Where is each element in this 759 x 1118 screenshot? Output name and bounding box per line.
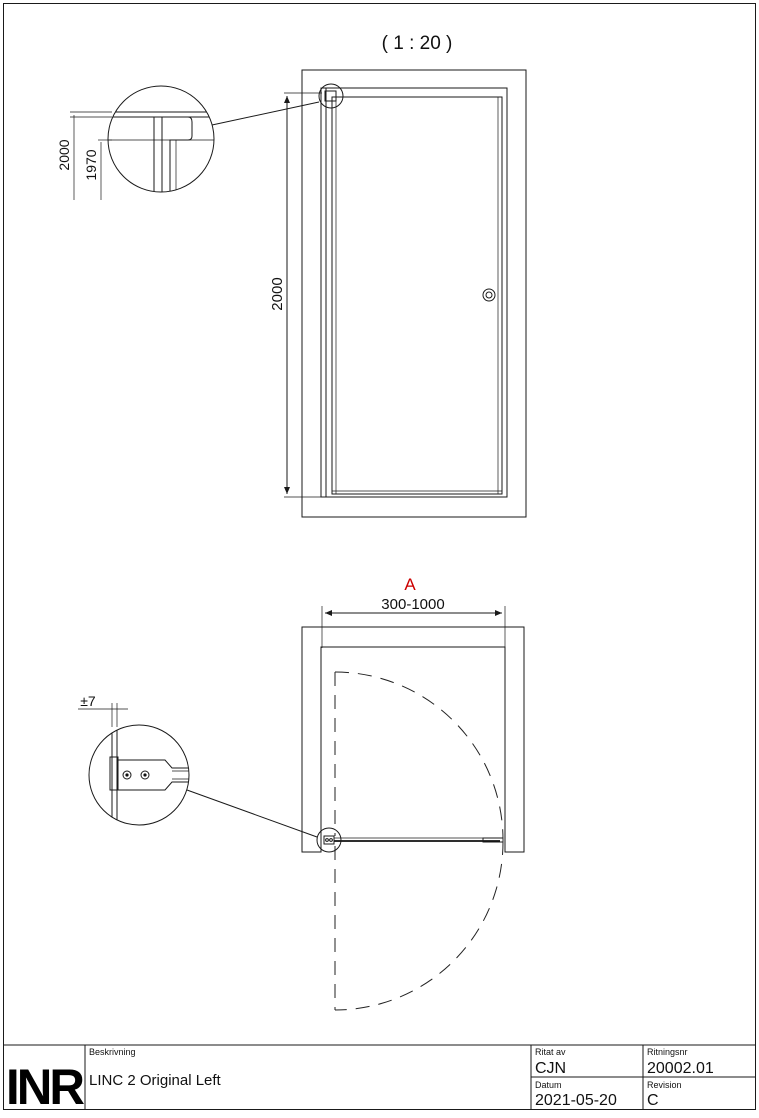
inr-logo: INR — [6, 1059, 85, 1113]
width-dimension: 300-1000 — [381, 596, 444, 613]
elevation-inner-opening — [320, 87, 508, 498]
door-swing-arc-inner — [334, 671, 504, 842]
tolerance-dimension: ±7 — [80, 693, 96, 709]
detail-dimension-inner: 1970 — [83, 149, 99, 180]
elevation-detail-marker — [318, 83, 344, 109]
width-label: A — [404, 575, 416, 594]
height-dimension: 2000 — [269, 277, 286, 310]
hinge-detail-bubble: ±7 — [78, 693, 190, 826]
door-swing-arc-outer — [334, 840, 504, 1011]
description-label: Beskrivning — [89, 1047, 136, 1057]
plan-hinge-marker — [316, 827, 342, 853]
plan-outer-walls — [301, 626, 525, 853]
detail-dimension-outer: 2000 — [56, 139, 72, 170]
plan-view: A 300-1000 — [186, 575, 525, 1011]
revision-label: Revision — [647, 1080, 682, 1090]
date-label: Datum — [535, 1080, 562, 1090]
drawing-number-value: 20002.01 — [647, 1060, 714, 1077]
date-value: 2021-05-20 — [535, 1092, 617, 1109]
hinge-screw-icon — [122, 770, 150, 780]
description-value: LINC 2 Original Left — [89, 1072, 222, 1089]
revision-value: C — [647, 1092, 659, 1109]
elevation-outer-frame — [301, 69, 527, 518]
sheet-border — [3, 3, 756, 1110]
drawn-by-label: Ritat av — [535, 1047, 566, 1057]
title-block: INR Beskrivning LINC 2 Original Left Rit… — [4, 1044, 756, 1115]
scale-label: ( 1 : 20 ) — [382, 33, 453, 54]
door-leaf — [331, 96, 503, 495]
elevation-view: 2000 — [211, 69, 527, 518]
drawing-number-label: Ritningsnr — [647, 1047, 688, 1057]
drawn-by-value: CJN — [535, 1060, 566, 1077]
door-handle — [482, 288, 496, 302]
elevation-detail-bubble: 2000 1970 — [56, 85, 215, 200]
